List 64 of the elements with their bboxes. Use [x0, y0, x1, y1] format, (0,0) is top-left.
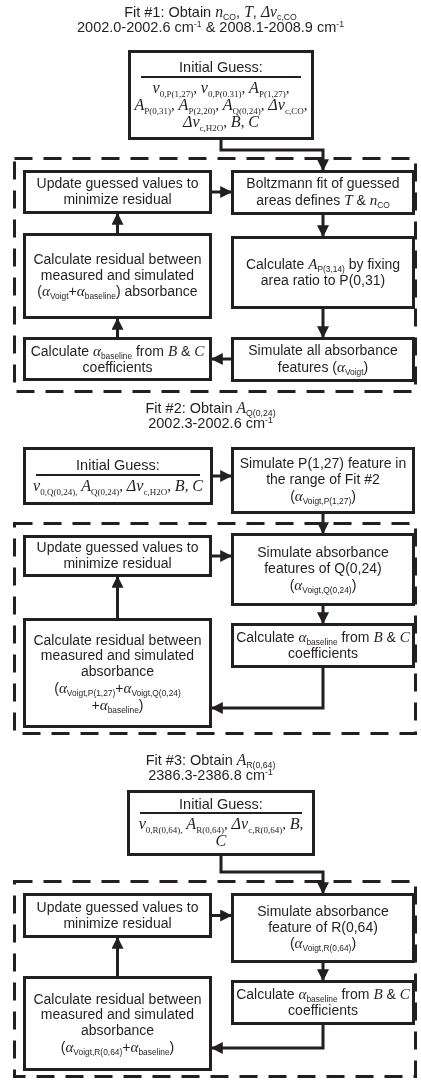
process-box [23, 976, 212, 1071]
process-box [23, 233, 212, 319]
step-text: Update guessed values to minimize residual [35, 899, 200, 932]
step-text: Boltzmann fit of guessed areas defines T & n$_{CO}$ [245, 176, 401, 209]
arrow [213, 470, 233, 482]
section-title: Fit #1: Obtain n$_{CO}$, T, Δν$_{c,CO}$ [124, 4, 297, 21]
process-box [231, 337, 415, 382]
step-text: Calculate α$_{baseline}$ from B & C coefficients [29, 342, 206, 376]
process-box [23, 535, 212, 577]
step-text: Calculate α$_{baseline}$ from B & C coefficients [236, 986, 410, 1019]
arrow [210, 1025, 325, 1054]
input-box [127, 790, 315, 856]
arrow [317, 963, 329, 982]
process-box [231, 447, 415, 514]
process-box [231, 623, 415, 668]
step-text: Calculate residual between measured and simulated (α$_{Voigt}$+α$_{baseline}$) absorbance [32, 251, 203, 301]
process-box [23, 337, 212, 381]
step-text: Calculate α$_{baseline}$ from B & C coefficients [236, 629, 410, 662]
box-heading: Initial Guess: [36, 457, 200, 476]
loop-region [13, 157, 417, 393]
arrow [317, 606, 329, 625]
step-text: Simulate absorbance features of Q(0,24) (α$_{Voigt,Q(0,24)}$) [256, 545, 390, 594]
arrow [317, 309, 329, 339]
loop-region [13, 522, 417, 735]
step-text: Simulate absorbance feature of R(0,64) (α$_{Voigt,R(0,64)}$) [256, 903, 390, 953]
arrow [210, 668, 325, 714]
process-box [231, 236, 415, 309]
process-box [231, 980, 415, 1025]
arrow [317, 514, 329, 535]
step-text: Calculate residual between measured and simulated absorbance (α$_{Voigt,P(1,27)}$+α$_{Voigt,Q(0,24)}$ +α$_{baseline}$) [32, 632, 203, 714]
step-text: Simulate all absorbance features (α$_{Voigt}$) [247, 343, 399, 376]
arrow [111, 936, 124, 976]
process-box [23, 170, 212, 214]
step-text: Calculate residual between measured and simulated absorbance (α$_{Voigt,R(0,64)}$+α$_{baseline}$) [32, 991, 203, 1056]
arrow [210, 353, 231, 365]
step-text: Update guessed values to minimize residual [35, 540, 200, 572]
arrow [111, 212, 124, 233]
parameter-list: ν$_{0,P(1,27)}$, ν$_{0,P(0.31)}$, A$_{P(1,27)}$, A$_{P(0,31)}$, A$_{P(2,20)}$, A$_{Q(0,24)}$, Δν$_{c,CO}$, Δν$_{c,H2O}$, B, C [133, 79, 309, 131]
arrow [219, 856, 329, 895]
arrow [317, 215, 329, 238]
process-box [231, 893, 415, 963]
section-title: Fit #2: Obtain A$_{Q(0,24)}$ [145, 400, 276, 417]
arrow [212, 550, 233, 562]
parameter-list: ν$_{0,R(0,64),}$ A$_{R(0,64)}$, Δν$_{c,R(0,64)}$, B, C [132, 816, 310, 851]
process-box [231, 533, 415, 606]
arrow [212, 186, 233, 198]
arrow [219, 140, 329, 172]
step-text: Simulate P(1,27) feature in the range of Fit #2 (α$_{Voigt,P(1,27)}$) [238, 456, 408, 505]
box-heading: Initial Guess: [140, 795, 302, 815]
step-text: Calculate A$_{P(3,14)}$ by fixing area ratio to P(0,31) [244, 256, 402, 289]
arrow [111, 317, 124, 337]
wavenumber-range: 2002.0-2002.6 cm$^{-1}$ & 2008.1-2008.9 cm$^{-1}$ [77, 20, 344, 36]
step-text: Update guessed values to minimize residual [35, 176, 200, 208]
process-box [23, 618, 212, 728]
section-title: Fit #3: Obtain A$_{R(0,64)}$ [145, 752, 276, 769]
box-heading: Initial Guess: [141, 59, 301, 78]
input-box [128, 50, 314, 140]
arrow [111, 575, 124, 618]
process-box [23, 893, 212, 938]
input-box [23, 447, 213, 505]
loop-region [13, 880, 417, 1078]
arrow [212, 909, 233, 922]
parameter-list: ν$_{0,Q(0,24),}$ A$_{Q(0,24)}$, Δν$_{c,H2O}$, B, C [33, 477, 203, 495]
process-box [231, 170, 415, 215]
